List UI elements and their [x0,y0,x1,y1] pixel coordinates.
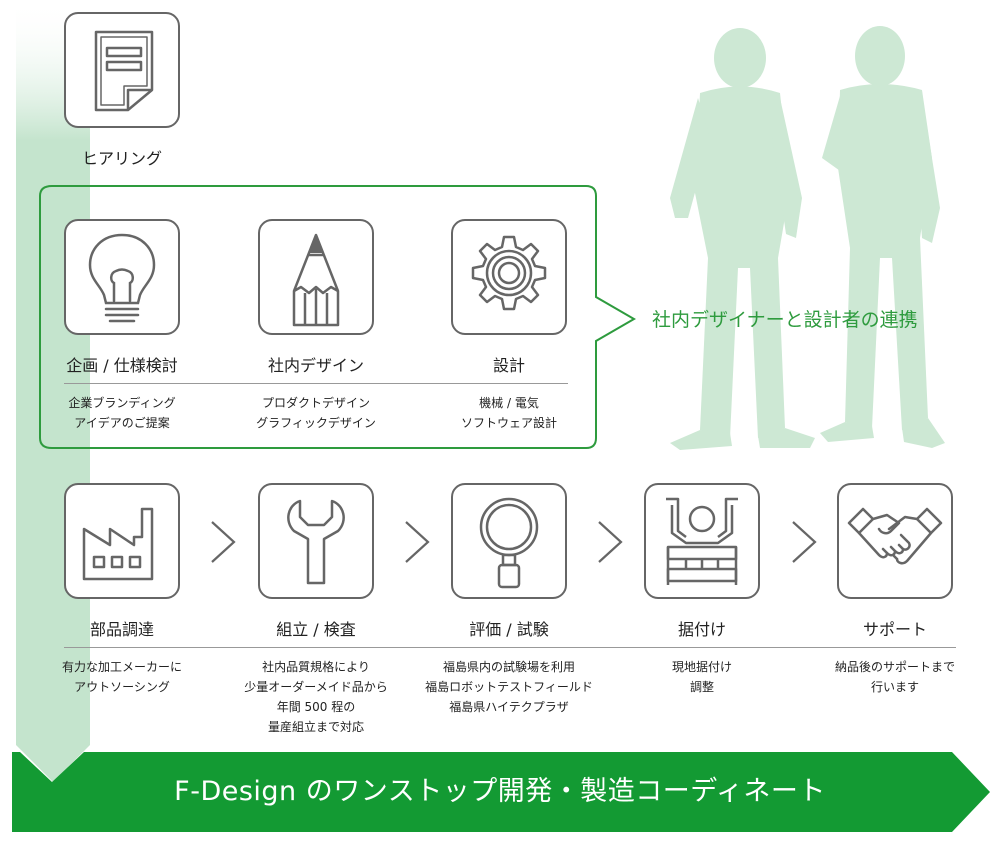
detail-line: 社内品質規格により [262,660,370,674]
evaluation-icon-box [451,483,567,599]
design-icon-box [258,219,374,335]
detail-line: 福島県内の試験場を利用 [442,660,575,674]
step-design-label: 社内デザイン [267,356,364,375]
wrench-icon [287,499,345,585]
hearing-icon-box [64,12,180,128]
planning-icon-box [64,219,180,335]
factory-icon [82,507,154,581]
detail-line: 調整 [689,680,714,694]
detail-line: 有力な加工メーカーに [61,660,182,674]
engineering-icon-box [451,219,567,335]
step-evaluation-details: 福島県内の試験場を利用 福島ロボットテストフィールド 福島県ハイテクプラザ [414,657,604,717]
detail-line: 福島県ハイテクプラザ [449,700,569,714]
step-planning-label: 企画 / 仕様検討 [66,356,178,375]
assembly-icon-box [258,483,374,599]
installation-icon-box [644,483,760,599]
step-evaluation-label: 評価 / 試験 [469,620,549,639]
process-section-divider [64,647,956,648]
pencil-icon [292,233,340,327]
chevron-right-icon [405,521,430,563]
flow-banner-title: F-Design のワンストップ開発・製造コーディネート [174,776,826,807]
detail-line: 現地据付け [671,660,732,674]
step-assembly-label: 組立 / 検査 [276,620,356,639]
parts-icon-box [64,483,180,599]
step-support-details: 納品後のサポートまで 行います [800,657,990,697]
flow-banner [12,752,990,832]
detail-line: 企業ブランディング [68,396,176,410]
detail-line: 納品後のサポートまで [834,660,955,674]
detail-line: 年間 500 程の [276,700,356,714]
step-parts-details: 有力な加工メーカーに アウトソーシング [27,657,217,697]
chevron-right-icon [792,521,817,563]
step-engineering-label: 設計 [492,356,525,375]
design-section-divider [64,383,568,384]
document-icon [94,30,154,112]
collaboration-callout-label: 社内デザイナーと設計者の連携 [652,309,918,331]
step-support-label: サポート [862,620,927,639]
detail-line: プロダクトデザイン [261,396,370,410]
step-parts-label: 部品調達 [89,620,154,639]
detail-line: 福島ロボットテストフィールド [425,680,593,694]
detail-line: 量産組立まで対応 [267,720,364,734]
people-silhouette-illustration [670,26,945,450]
detail-line: アウトソーシング [74,680,170,694]
handshake-icon [847,507,943,565]
detail-line: グラフィックデザイン [256,416,376,430]
chevron-right-icon [598,521,623,563]
collaboration-callout-frame [39,185,636,449]
detail-line: アイデアのご提案 [74,416,170,430]
magnifier-icon [479,497,539,589]
detail-line: 行います [870,680,919,694]
chevron-right-icon [211,521,236,563]
step-engineering-details: 機械 / 電気 ソフトウェア設計 [414,393,604,433]
detail-line: 少量オーダーメイド品から [244,680,388,694]
light-bulb-icon [88,233,156,323]
detail-line: 機械 / 電気 [479,396,539,410]
gear-icon [471,235,547,311]
support-icon-box [837,483,953,599]
worker-lifting-icon [666,497,738,585]
step-assembly-details: 社内品質規格により 少量オーダーメイド品から 年間 500 程の 量産組立まで対… [221,657,411,737]
step-installation-label: 据付け [677,620,726,639]
step-design-details: プロダクトデザイン グラフィックデザイン [221,393,411,433]
step-planning-details: 企業ブランディング アイデアのご提案 [27,393,217,433]
detail-line: ソフトウェア設計 [460,416,557,430]
step-installation-details: 現地据付け 調整 [607,657,797,697]
step-hearing-label: ヒアリング [81,149,162,168]
